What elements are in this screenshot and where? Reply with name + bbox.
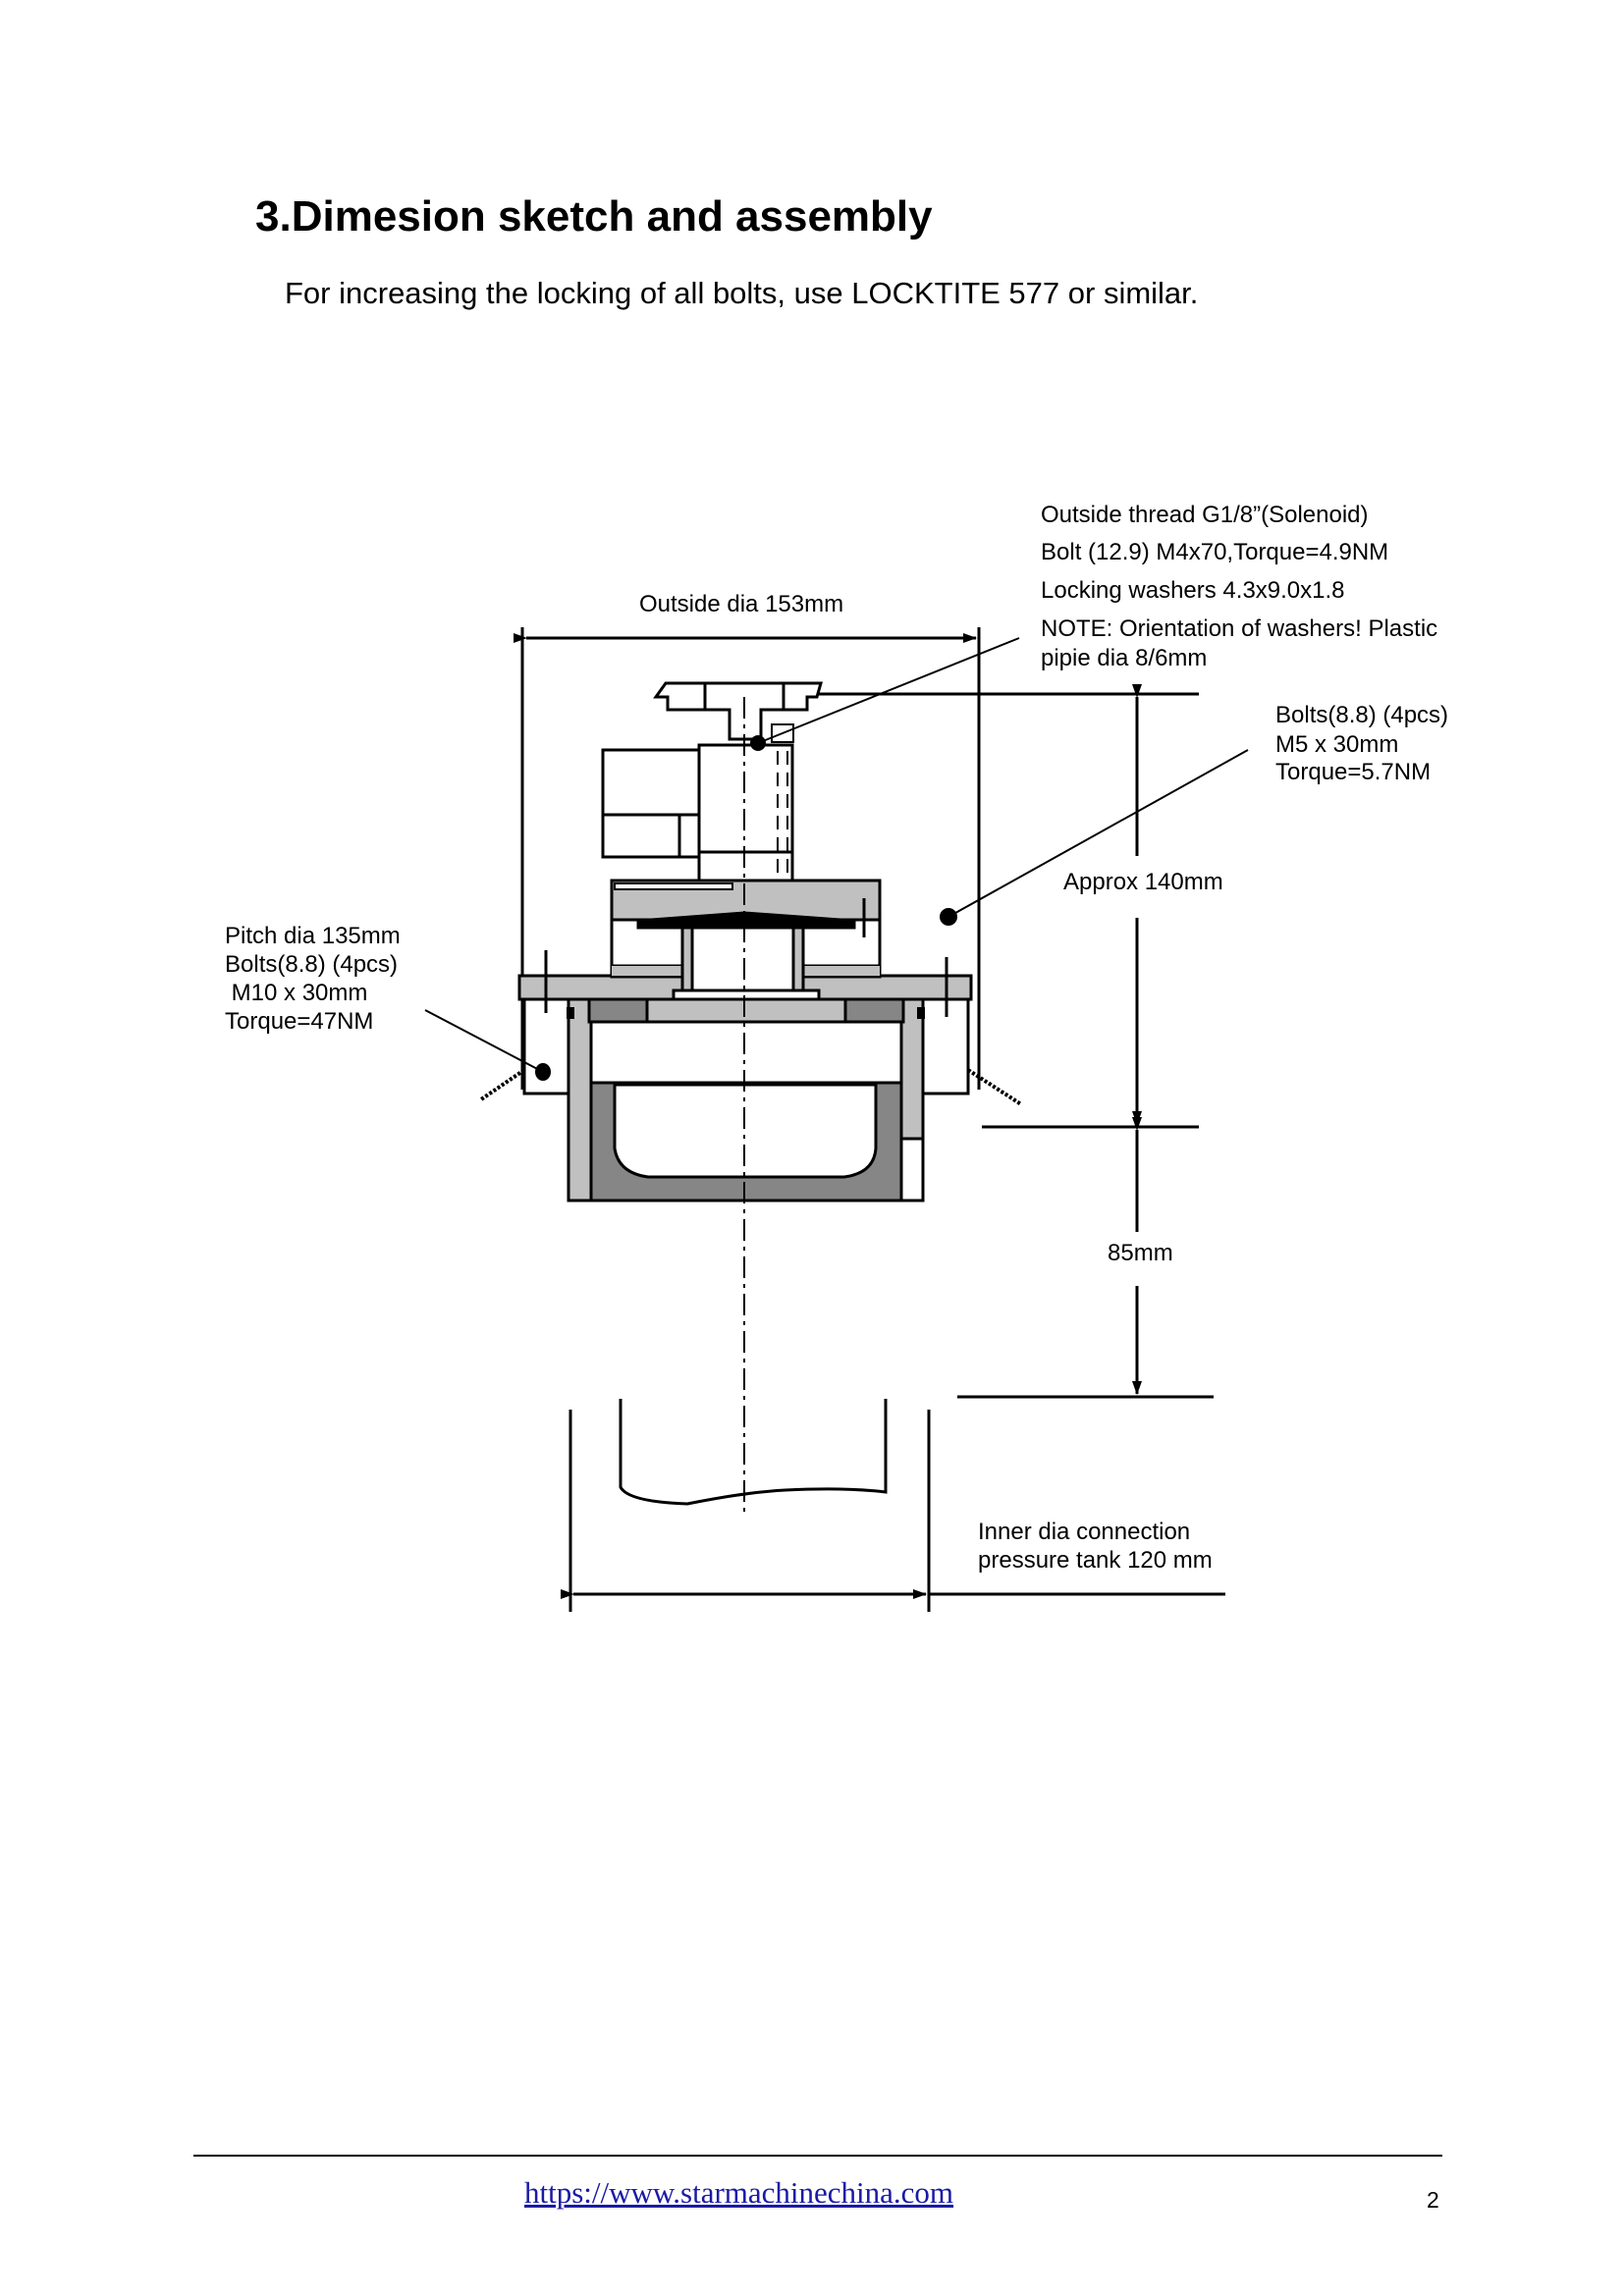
page-number: 2 — [1427, 2187, 1439, 2213]
valve-body — [479, 681, 1023, 1517]
intro-text: For increasing the locking of all bolts,… — [285, 276, 1199, 310]
solenoid-note: pipie dia 8/6mm — [1041, 645, 1208, 671]
flange-bolts-note: Pitch dia 135mm — [225, 923, 401, 949]
outside-dia-dimension — [514, 627, 981, 1090]
leader-lines — [424, 637, 1249, 1081]
cover-bolts-note: M5 x 30mm — [1275, 731, 1399, 758]
footer-divider — [193, 2155, 1442, 2157]
cover-bolts-note: Torque=5.7NM — [1275, 759, 1432, 785]
height-total-label: Approx 140mm — [1063, 869, 1223, 895]
solenoid-note: Outside thread G1/8”(Solenoid) — [1041, 502, 1369, 528]
height-lower-label: 85mm — [1108, 1240, 1173, 1266]
flange-bolts-note: Bolts(8.8) (4pcs) — [225, 951, 399, 978]
solenoid-note: Bolt (12.9) M4x70,Torque=4.9NM — [1041, 539, 1389, 565]
solenoid-note: Locking washers 4.3x9.0x1.8 — [1041, 577, 1345, 604]
cover-bolts-note: Bolts(8.8) (4pcs) — [1275, 702, 1449, 728]
outside-dia-label: Outside dia 153mm — [639, 591, 844, 617]
inner-dia-dimension — [561, 1410, 1225, 1612]
height-dimension — [817, 684, 1214, 1399]
inner-dia-label: pressure tank 120 mm — [978, 1547, 1213, 1574]
inner-dia-label: Inner dia connection — [978, 1519, 1191, 1545]
flange-bolts-note: M10 x 30mm — [225, 980, 368, 1006]
section-heading: 3.Dimesion sketch and assembly — [255, 192, 933, 240]
solenoid-note: NOTE: Orientation of washers! Plastic — [1041, 615, 1438, 642]
flange-bolts-note: Torque=47NM — [225, 1008, 374, 1035]
footer-url-link[interactable]: https://www.starmachinechina.com — [524, 2175, 954, 2210]
